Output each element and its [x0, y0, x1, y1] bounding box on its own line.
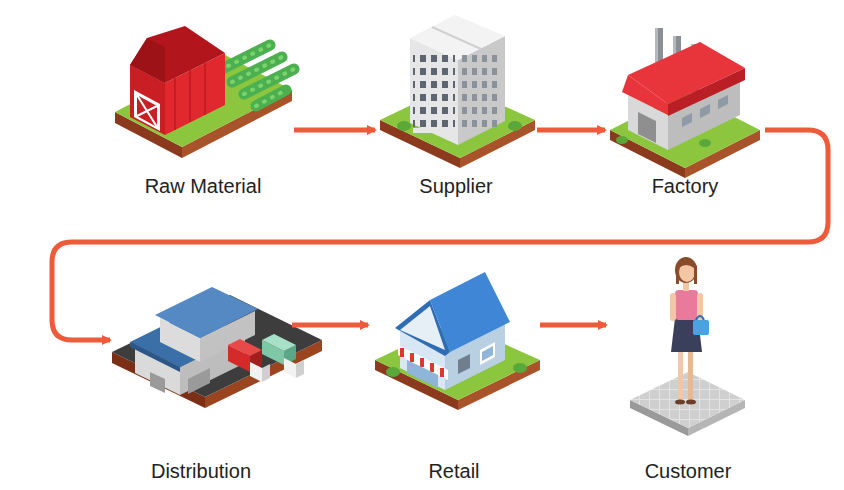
farm-illustration	[115, 26, 294, 158]
flow-arrow	[292, 323, 368, 328]
illustrated-step: Retail	[368, 268, 540, 485]
step-label: Retail	[428, 459, 479, 485]
distribution-center-illustration	[112, 287, 322, 408]
office-building-illustration	[380, 15, 535, 168]
step-label: Customer	[645, 459, 732, 485]
step-label: Factory	[652, 174, 719, 200]
flow-arrow	[537, 128, 605, 133]
shop-illustration	[375, 272, 540, 410]
flow-arrow	[294, 128, 375, 133]
illustrated-step: Raw Material	[112, 20, 294, 200]
customer-illustration	[630, 257, 745, 436]
step-label: Distribution	[151, 459, 251, 485]
step-label: Supplier	[419, 174, 492, 200]
illustrated-step: Supplier	[375, 10, 537, 200]
factory-illustration	[610, 28, 760, 178]
flow-arrow	[52, 130, 828, 340]
illustrated-step: Customer	[606, 255, 770, 485]
flow-arrow	[540, 323, 606, 328]
illustrated-step: Distribution	[110, 285, 292, 485]
illustrated-step: Factory	[605, 22, 765, 200]
step-label: Raw Material	[145, 174, 262, 200]
